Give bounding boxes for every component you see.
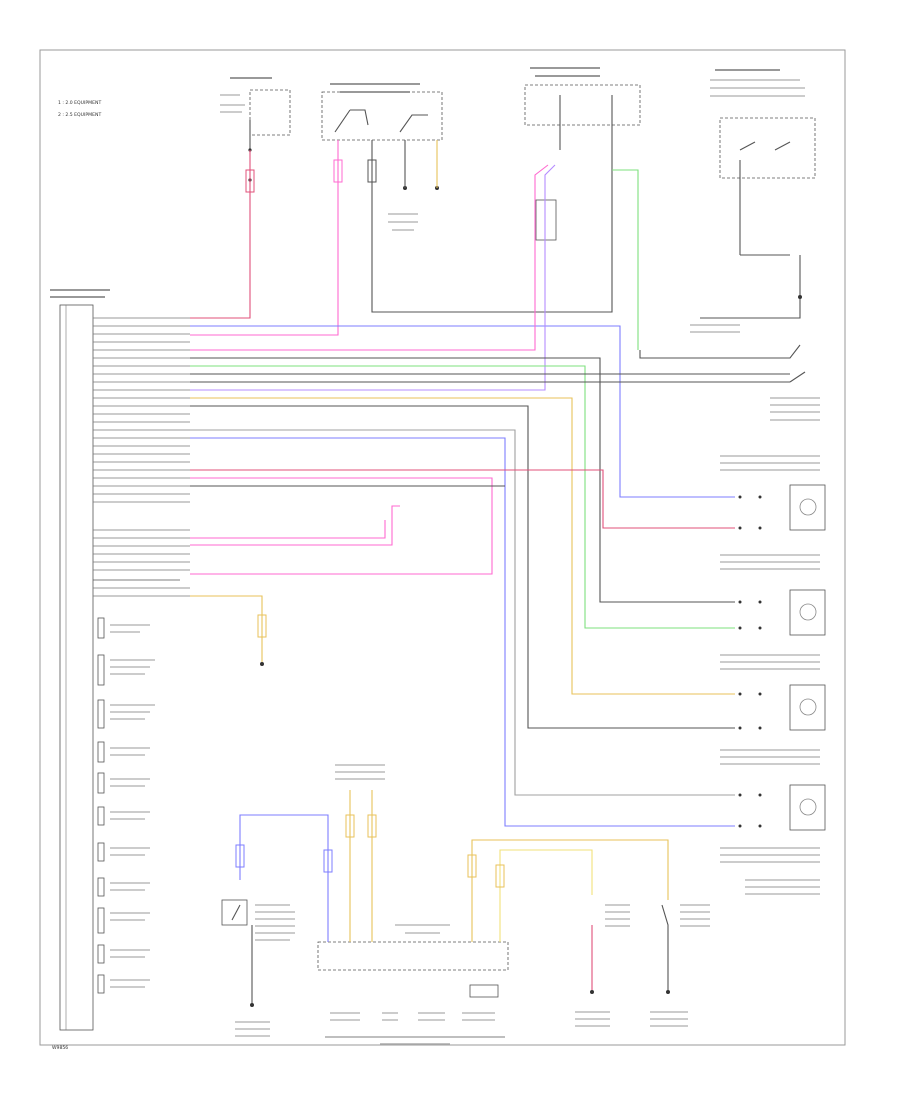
wire-black-relay (371, 140, 613, 313)
central-fuse-panel (524, 67, 641, 241)
wire-blue-lower (190, 437, 735, 827)
wire-black-right-4 (190, 405, 735, 729)
wire-red-right (190, 469, 735, 529)
wire-black-switch-2 (700, 299, 801, 319)
wire-red-top (190, 150, 251, 319)
wire-blue-long (190, 325, 735, 498)
module-sub-blocks (97, 617, 155, 994)
wire-yellow-right (190, 397, 735, 695)
wire-green-lower (190, 365, 735, 629)
wire-pink-loop-1 (190, 477, 493, 575)
wire-yellow-cluster-4 (499, 849, 593, 942)
top-right-switch (710, 69, 816, 299)
ground-point-g1 (388, 140, 439, 231)
wire-green-upper (612, 169, 639, 350)
top-left-fuse (220, 77, 291, 182)
diagram-frame (39, 49, 846, 1046)
wire-black-switch-1 (639, 344, 801, 359)
fuse-block-relay-panel (321, 83, 443, 141)
legend-item-2: 2 : 2.5 EQUIPMENT (58, 112, 101, 118)
wire-pink-relay (190, 140, 339, 336)
wire-yellow-ground (190, 595, 263, 662)
wire-pink-central (190, 164, 549, 351)
wire-yellow-cluster-3 (471, 839, 669, 942)
right-sensors (690, 324, 826, 863)
wire-pink-loop-2 (190, 505, 400, 546)
wire-violet-bottom (239, 814, 329, 942)
wire-pink-loop-3 (190, 520, 386, 539)
wire-black-right-1 (190, 357, 735, 603)
left-control-module (50, 289, 180, 1031)
footer-code: W9856 (52, 1045, 68, 1051)
legend: 1 : 2.0 EQUIPMENT 2 : 2.5 EQUIPMENT (58, 100, 101, 118)
bottom-left-switch (221, 899, 295, 1037)
bottom-right-components (575, 879, 820, 1027)
wire-gray-right (190, 429, 735, 796)
legend-item-1: 1 : 2.0 EQUIPMENT (58, 100, 101, 106)
wire-violet-central (190, 164, 556, 391)
module-pin-stubs (93, 317, 190, 597)
instrument-cluster (317, 924, 509, 1045)
